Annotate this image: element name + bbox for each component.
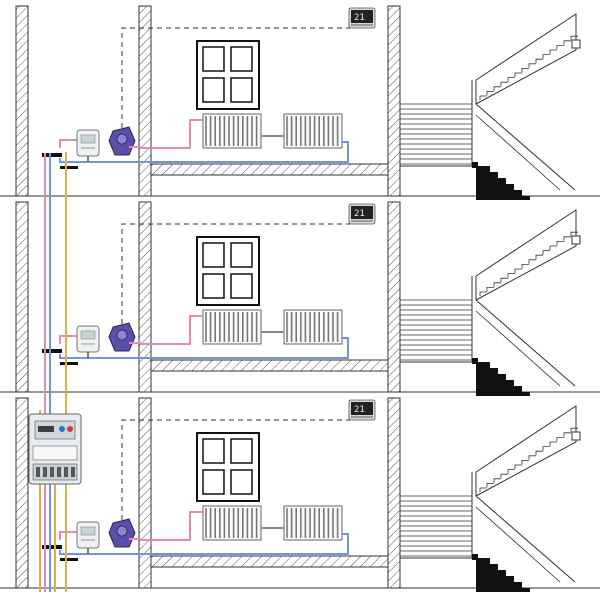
water-meter-icon bbox=[108, 126, 141, 156]
radiator-icon bbox=[283, 505, 343, 541]
window-icon bbox=[196, 432, 260, 502]
stair-wall bbox=[387, 201, 401, 393]
cold-return-pipe bbox=[59, 337, 349, 359]
inner-wall bbox=[138, 397, 152, 589]
thermostat-icon: 21 bbox=[348, 399, 376, 421]
floor-1: 21 bbox=[0, 5, 600, 200]
valve-bar bbox=[60, 558, 78, 561]
floor-2: 21 bbox=[0, 201, 600, 396]
floor-slab bbox=[150, 163, 389, 176]
radiator-icon bbox=[202, 113, 262, 149]
water-meter-icon bbox=[108, 322, 141, 352]
electric-meter-icon bbox=[28, 413, 82, 485]
window-icon bbox=[196, 236, 260, 306]
floor-3: 21 bbox=[0, 397, 600, 592]
thermostat-wire bbox=[121, 419, 350, 520]
stair-wall bbox=[387, 5, 401, 197]
hot-supply-pipe bbox=[59, 139, 80, 148]
water-meter-icon bbox=[108, 518, 141, 548]
radiator-icon bbox=[283, 113, 343, 149]
radiator-icon bbox=[202, 309, 262, 345]
hot-supply-pipe bbox=[140, 119, 203, 149]
heat-meter-icon bbox=[76, 129, 100, 162]
inner-wall bbox=[138, 5, 152, 197]
hot-supply-pipe bbox=[140, 511, 203, 541]
outer-wall bbox=[15, 5, 29, 197]
floor-slab bbox=[150, 359, 389, 372]
floors-group: 21 21 21 bbox=[0, 5, 600, 592]
inner-wall bbox=[138, 201, 152, 393]
thermostat-wire bbox=[121, 223, 350, 324]
valve-bar bbox=[42, 349, 62, 353]
hot-supply-pipe bbox=[59, 335, 80, 344]
cold-return-pipe bbox=[59, 533, 349, 555]
svg-text:21: 21 bbox=[354, 13, 365, 23]
cold-return-pipe bbox=[59, 141, 349, 163]
heat-meter-icon bbox=[76, 325, 100, 358]
radiator-icon bbox=[283, 309, 343, 345]
risers-group bbox=[39, 152, 67, 592]
staircase-icon bbox=[400, 13, 581, 200]
heat-meter-icon bbox=[76, 521, 100, 554]
stair-wall bbox=[387, 397, 401, 589]
outer-wall bbox=[15, 201, 29, 393]
svg-text:21: 21 bbox=[354, 209, 365, 219]
valve-bar bbox=[60, 166, 78, 169]
svg-text:21: 21 bbox=[354, 405, 365, 415]
thermostat-icon: 21 bbox=[348, 203, 376, 225]
valve-bar bbox=[60, 362, 78, 365]
radiator-icon bbox=[202, 505, 262, 541]
hot-supply-pipe bbox=[59, 531, 80, 540]
floor-slab bbox=[150, 555, 389, 568]
staircase-icon bbox=[400, 405, 581, 592]
window-icon bbox=[196, 40, 260, 110]
staircase-icon bbox=[400, 209, 581, 396]
valve-bar bbox=[42, 153, 62, 157]
valve-bar bbox=[42, 545, 62, 549]
outer-wall bbox=[15, 397, 29, 589]
thermostat-icon: 21 bbox=[348, 7, 376, 29]
hot-supply-pipe bbox=[140, 315, 203, 345]
thermostat-wire bbox=[121, 27, 350, 128]
